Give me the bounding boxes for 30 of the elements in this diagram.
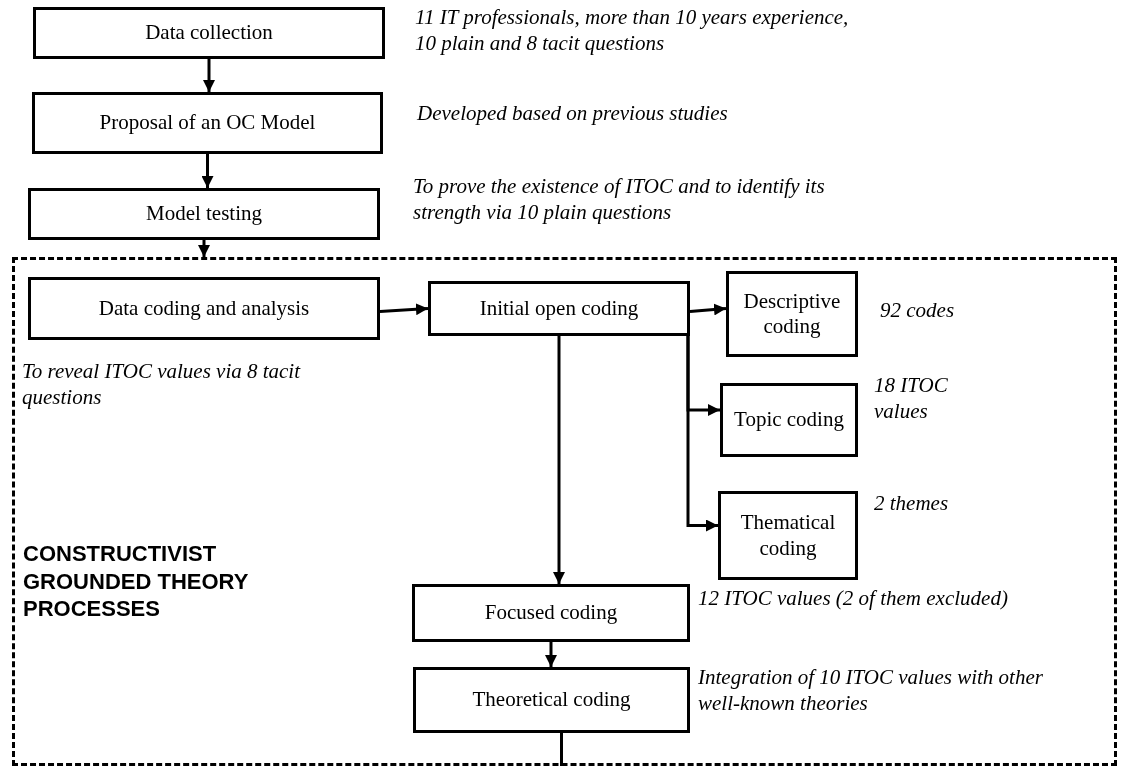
process-box: Theoretical coding [413, 667, 690, 733]
arrow [689, 303, 727, 316]
process-box: Initial open coding [428, 281, 690, 336]
group-heading: CONSTRUCTIVIST GROUNDED THEORY PROCESSES [23, 540, 249, 623]
process-box: Proposal of an OC Model [32, 92, 383, 154]
annotation-text: Integration of 10 ITOC values with other well-known theories [698, 664, 1044, 717]
annotation-text: 2 themes [874, 490, 950, 517]
process-box: Focused coding [412, 584, 690, 642]
annotation-text: To reveal ITOC values via 8 tacit questions [22, 358, 302, 411]
annotation-text: Developed based on previous studies [417, 100, 729, 127]
process-box: Data collection [33, 7, 385, 59]
arrow [379, 303, 429, 316]
process-box: Data coding and analysis [28, 277, 380, 340]
annotation-text: 92 codes [880, 297, 956, 324]
process-box: Topic coding [720, 383, 858, 457]
arrow [686, 336, 718, 532]
annotation-text: 12 ITOC values (2 of them excluded) [698, 585, 1009, 612]
process-box: Thematical coding [718, 491, 858, 580]
connector-line [560, 733, 563, 766]
process-box: Model testing [28, 188, 380, 240]
arrow [201, 154, 214, 188]
annotation-text: 18 ITOC values [874, 372, 949, 425]
process-box: Descriptive coding [726, 271, 858, 357]
arrow [545, 642, 557, 667]
annotation-text: 11 IT professionals, more than 10 years experience, 10 plain and 8 tacit questions [415, 4, 850, 57]
arrow [198, 240, 210, 257]
dashed-group-frame [12, 257, 1117, 766]
arrow [203, 59, 215, 92]
annotation-text: To prove the existence of ITOC and to identify its strength via 10 plain questions [413, 173, 826, 226]
arrow [553, 336, 565, 584]
